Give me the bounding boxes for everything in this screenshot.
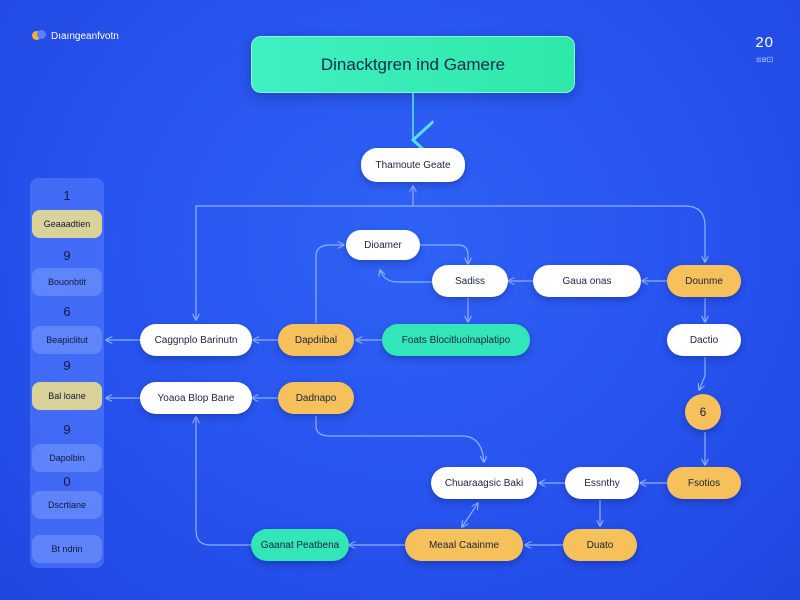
sidebar-item[interactable]: Bt ndrin	[32, 535, 102, 563]
sidebar-panel: 1 Geaaadtien 9 Bouonbtit 6 Beapiclitut 9…	[30, 178, 104, 568]
edge-dactio-circle	[699, 357, 706, 390]
node-dounme[interactable]: Dounme	[667, 265, 741, 297]
sidebar-item[interactable]: Geaaadtien	[32, 210, 102, 238]
node-dadnapo[interactable]: Dadnapo	[278, 382, 354, 414]
brand-name: Dıaıngeanfvotn	[51, 30, 119, 42]
logo-icon	[32, 30, 46, 42]
edge-orange1-dioamer	[315, 245, 344, 323]
node-yoaoa[interactable]: Yoaoa Blop Bane	[140, 382, 252, 414]
corner-indicator: 20 ຮອ⊡	[755, 34, 774, 64]
sidebar-number: 1	[63, 188, 71, 203]
node-dactio[interactable]: Dactio	[667, 324, 741, 356]
edge-teal-yoaoa	[196, 417, 251, 546]
node-chuaraagsic[interactable]: Chuaraagsic Baki	[431, 467, 537, 499]
sidebar-item[interactable]: Dscrtiane	[32, 491, 102, 519]
node-gaanat[interactable]: Gaanat Peatbena	[251, 529, 349, 561]
sidebar-item[interactable]: Beapiclitut	[32, 326, 102, 354]
node-sadiss[interactable]: Sadiss	[432, 265, 508, 297]
corner-subtext: ຮອ⊡	[756, 55, 774, 64]
edge-dioamer-sadiss	[420, 244, 468, 264]
node-meaal[interactable]: Meaal Caainme	[405, 529, 523, 561]
corner-number: 20	[755, 34, 774, 51]
edge-meaal-chuara	[462, 503, 478, 527]
edge-orange2-chuara	[315, 416, 484, 462]
edge-top-loop-left	[196, 198, 414, 320]
sidebar-item[interactable]: Bouonbtit	[32, 268, 102, 296]
node-fsotios[interactable]: Fsotios	[667, 467, 741, 499]
sidebar-number: 9	[63, 358, 71, 373]
edge-sadiss-dioamer	[380, 270, 432, 283]
node-foats[interactable]: Foats Blocitluolnaplatipo	[382, 324, 530, 356]
brand-logo: Dıaıngeanfvotn	[32, 30, 119, 42]
node-duato[interactable]: Duato	[563, 529, 637, 561]
node-gaua[interactable]: Gaua onas	[533, 265, 641, 297]
edge-top-loop-right	[413, 205, 705, 262]
sidebar-number: 6	[63, 304, 71, 319]
sidebar-number: 9	[63, 248, 71, 263]
sidebar-item[interactable]: Dapolbin	[32, 444, 102, 472]
node-top[interactable]: Thamoute Geate	[361, 148, 465, 182]
node-caggnplo[interactable]: Caggnplo Barinutn	[140, 324, 252, 356]
node-essnthy[interactable]: Essnthy	[565, 467, 639, 499]
sidebar-item[interactable]: Bal loane	[32, 382, 102, 410]
node-dapdibal[interactable]: Dapdıibal	[278, 324, 354, 356]
node-circle[interactable]: 6	[685, 394, 721, 430]
sidebar-number: 0	[63, 474, 71, 489]
node-dioamer[interactable]: Dioamer	[346, 230, 420, 260]
sidebar-number: 9	[63, 422, 71, 437]
diagram-title[interactable]: Dinacktgren ind Gamere	[251, 36, 575, 93]
